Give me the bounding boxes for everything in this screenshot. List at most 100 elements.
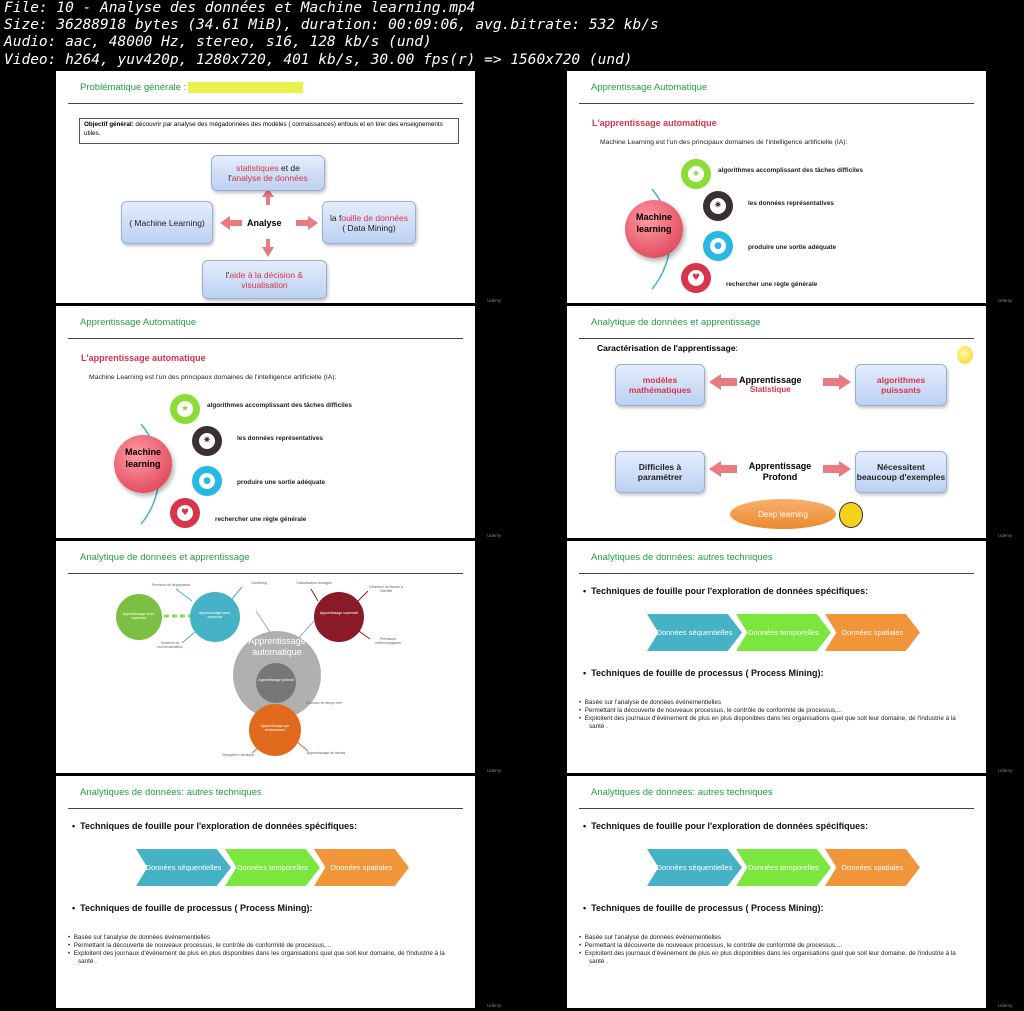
bullet-heading-2: • Techniques de fouille de processus ( P…: [72, 903, 313, 913]
learning-arrows: [709, 374, 851, 477]
title-divider: [68, 103, 463, 104]
ml-arc: [140, 423, 160, 525]
slide-title: Analytique de données et apprentissage: [591, 317, 761, 328]
chevron-spatial: Données spatiales: [825, 614, 920, 651]
ml-item-4: rechercher une règle générale: [215, 516, 307, 523]
supervised-label: Apprentissage supervisé: [319, 611, 359, 615]
file-info-header: File: 10 - Analyse des données et Machin…: [4, 0, 1020, 69]
slide-title: Apprentissage Automatique: [80, 317, 197, 328]
list-item: • Permettant la découverte de nouveaux p…: [68, 942, 331, 949]
list-item: • Exploitent des journaux d'événement de…: [579, 715, 956, 730]
green-bubble: [116, 594, 162, 640]
powerful-algorithms-box: algorithmes puissants: [855, 364, 947, 406]
gear-icon: ✷: [703, 191, 733, 221]
ml-item-1: algorithmes accomplissant des tâches dif…: [207, 402, 352, 409]
thumbnail-slide-3: Apprentissage Automatique L'apprentissag…: [56, 306, 475, 538]
mindmap-label: Système de recommandation: [156, 641, 184, 649]
title-highlight: Analyse des mégadonnées: [188, 82, 303, 93]
chevron-temporal: Données temporelles: [736, 614, 831, 651]
star-icon: ★: [681, 159, 711, 189]
process-mining-list: • Basée sur l'analyse de données événeme…: [68, 934, 458, 966]
many-examples-box: Nécessitent beaucoup d'exemples: [855, 451, 947, 493]
mindmap-label: Apprentissage de tâches: [306, 751, 346, 755]
process-mining-list: • Basée sur l'analyse de données événeme…: [579, 699, 969, 731]
title-divider: [579, 573, 974, 574]
machine-learning-box: ( Machine Learning): [121, 201, 213, 244]
list-item: • Basée sur l'analyse de données événeme…: [579, 699, 722, 706]
list-item: • Exploitent des journaux d'événement de…: [68, 950, 445, 965]
bullet-heading-1: • Techniques de fouille pour l'explorati…: [583, 821, 869, 831]
data-mining-box: la fouille de données( Data Mining): [322, 201, 416, 244]
deep-bubble: [256, 663, 296, 703]
analyse-label: Analyse: [247, 218, 282, 228]
slide-title: Analytiques de données: autres technique…: [80, 787, 262, 798]
title-divider: [68, 573, 463, 574]
slide-title: Apprentissage Automatique: [591, 82, 708, 93]
ml-arc: [651, 188, 671, 290]
ml-center-circle: [114, 435, 172, 493]
thumbnail-slide-8: Analytiques de données: autres technique…: [567, 776, 986, 1008]
unsupervised-label: Apprentissage semi-supervisé: [199, 611, 231, 619]
mindmap-label: Détection de fraude à l'identité: [369, 585, 403, 593]
bullet-heading-1: • Techniques de fouille pour l'explorati…: [72, 821, 358, 831]
chevron-sequential: Données séquentielles: [647, 849, 742, 886]
target-icon: ●: [192, 466, 222, 496]
ml-subtitle: Machine Learning est l'un des principaux…: [600, 139, 848, 146]
heart-icon: ♥: [681, 263, 711, 293]
decision-box: l'aide à la décision & visualisation: [202, 260, 327, 299]
watermark: Udemy: [998, 298, 1013, 303]
ml-heading: L'apprentissage automatique: [592, 118, 717, 128]
video-line: Video: h264, yuv420p, 1280x720, 401 kb/s…: [4, 51, 633, 68]
watermark: Udemy: [998, 533, 1013, 538]
ml-center-circle: [625, 200, 683, 258]
title-divider: [68, 808, 463, 809]
watermark: Udemy: [487, 533, 502, 538]
objective-box: Objectif général: découvrir par analyse …: [79, 118, 459, 144]
list-item: • Basée sur l'analyse de données événeme…: [68, 934, 211, 941]
hard-to-tune-box: Difficiles à paramétrer: [615, 451, 705, 493]
ml-item-2: les données représentatives: [237, 435, 323, 442]
chevron-sequential: Données séquentielles: [136, 849, 231, 886]
bullet-heading-2: • Techniques de fouille de processus ( P…: [583, 903, 824, 913]
audio-line: Audio: aac, 48000 Hz, stereo, s16, 128 k…: [4, 34, 432, 51]
list-item: • Permettant la découverte de nouveaux p…: [579, 707, 842, 714]
deep-bubble-label: Apprentissage profond: [258, 678, 294, 682]
watermark: Udemy: [487, 1003, 502, 1008]
mindmap-label: Classification d'images: [296, 581, 332, 585]
title-divider: [579, 808, 974, 809]
slide-title: Problématique générale : Analyse des még…: [80, 82, 303, 93]
ml-center-label: Machine learning: [635, 212, 672, 234]
mindmap-label: Prévisions météorologiques: [375, 637, 401, 645]
watermark: Udemy: [998, 1003, 1013, 1008]
gear-icon: ✷: [192, 426, 222, 456]
ml-heading: L'apprentissage automatique: [81, 353, 206, 363]
deep-learning-label: Apprentissage Profond: [748, 461, 812, 482]
ml-center-label: Machine learning: [124, 447, 161, 469]
mindmap-label: Navigation robotique: [221, 753, 255, 757]
watermark: Udemy: [487, 768, 502, 773]
mindmap-label: Décision en temps réel: [306, 701, 342, 705]
chevron-temporal: Données temporelles: [736, 849, 831, 886]
reinforcement-bubble: [249, 704, 301, 756]
chevron-temporal: Données temporelles: [225, 849, 320, 886]
title-divider: [579, 338, 974, 339]
thumbnail-slide-4: Analytique de données et apprentissage C…: [567, 306, 986, 538]
ml-subtitle: Machine Learning est l'un des principaux…: [89, 374, 337, 381]
deep-learning-oval: Deep learning: [730, 499, 836, 529]
list-item: • Permettant la découverte de nouveaux p…: [579, 942, 842, 949]
process-mining-list: • Basée sur l'analyse de données événeme…: [579, 934, 969, 966]
title-divider: [579, 103, 974, 104]
ml-item-4: rechercher une règle générale: [726, 281, 818, 288]
bullet-heading-2: • Techniques de fouille de processus ( P…: [583, 668, 824, 678]
ml-center-bubble-label: Apprentissage automatique: [248, 636, 306, 657]
title-divider: [68, 338, 463, 339]
thumbnail-slide-7: Analytiques de données: autres technique…: [56, 776, 475, 1008]
ml-item-3: produire une sortie adéquate: [237, 479, 326, 486]
size-line: Size: 36288918 bytes (34.61 MiB), durati…: [4, 17, 659, 34]
lightbulb-character-icon: [839, 502, 863, 528]
target-icon: ●: [703, 231, 733, 261]
supervised-bubble: [314, 592, 364, 642]
list-item: • Basée sur l'analyse de données événeme…: [579, 934, 722, 941]
slide-title: Analytiques de données: autres technique…: [591, 787, 773, 798]
